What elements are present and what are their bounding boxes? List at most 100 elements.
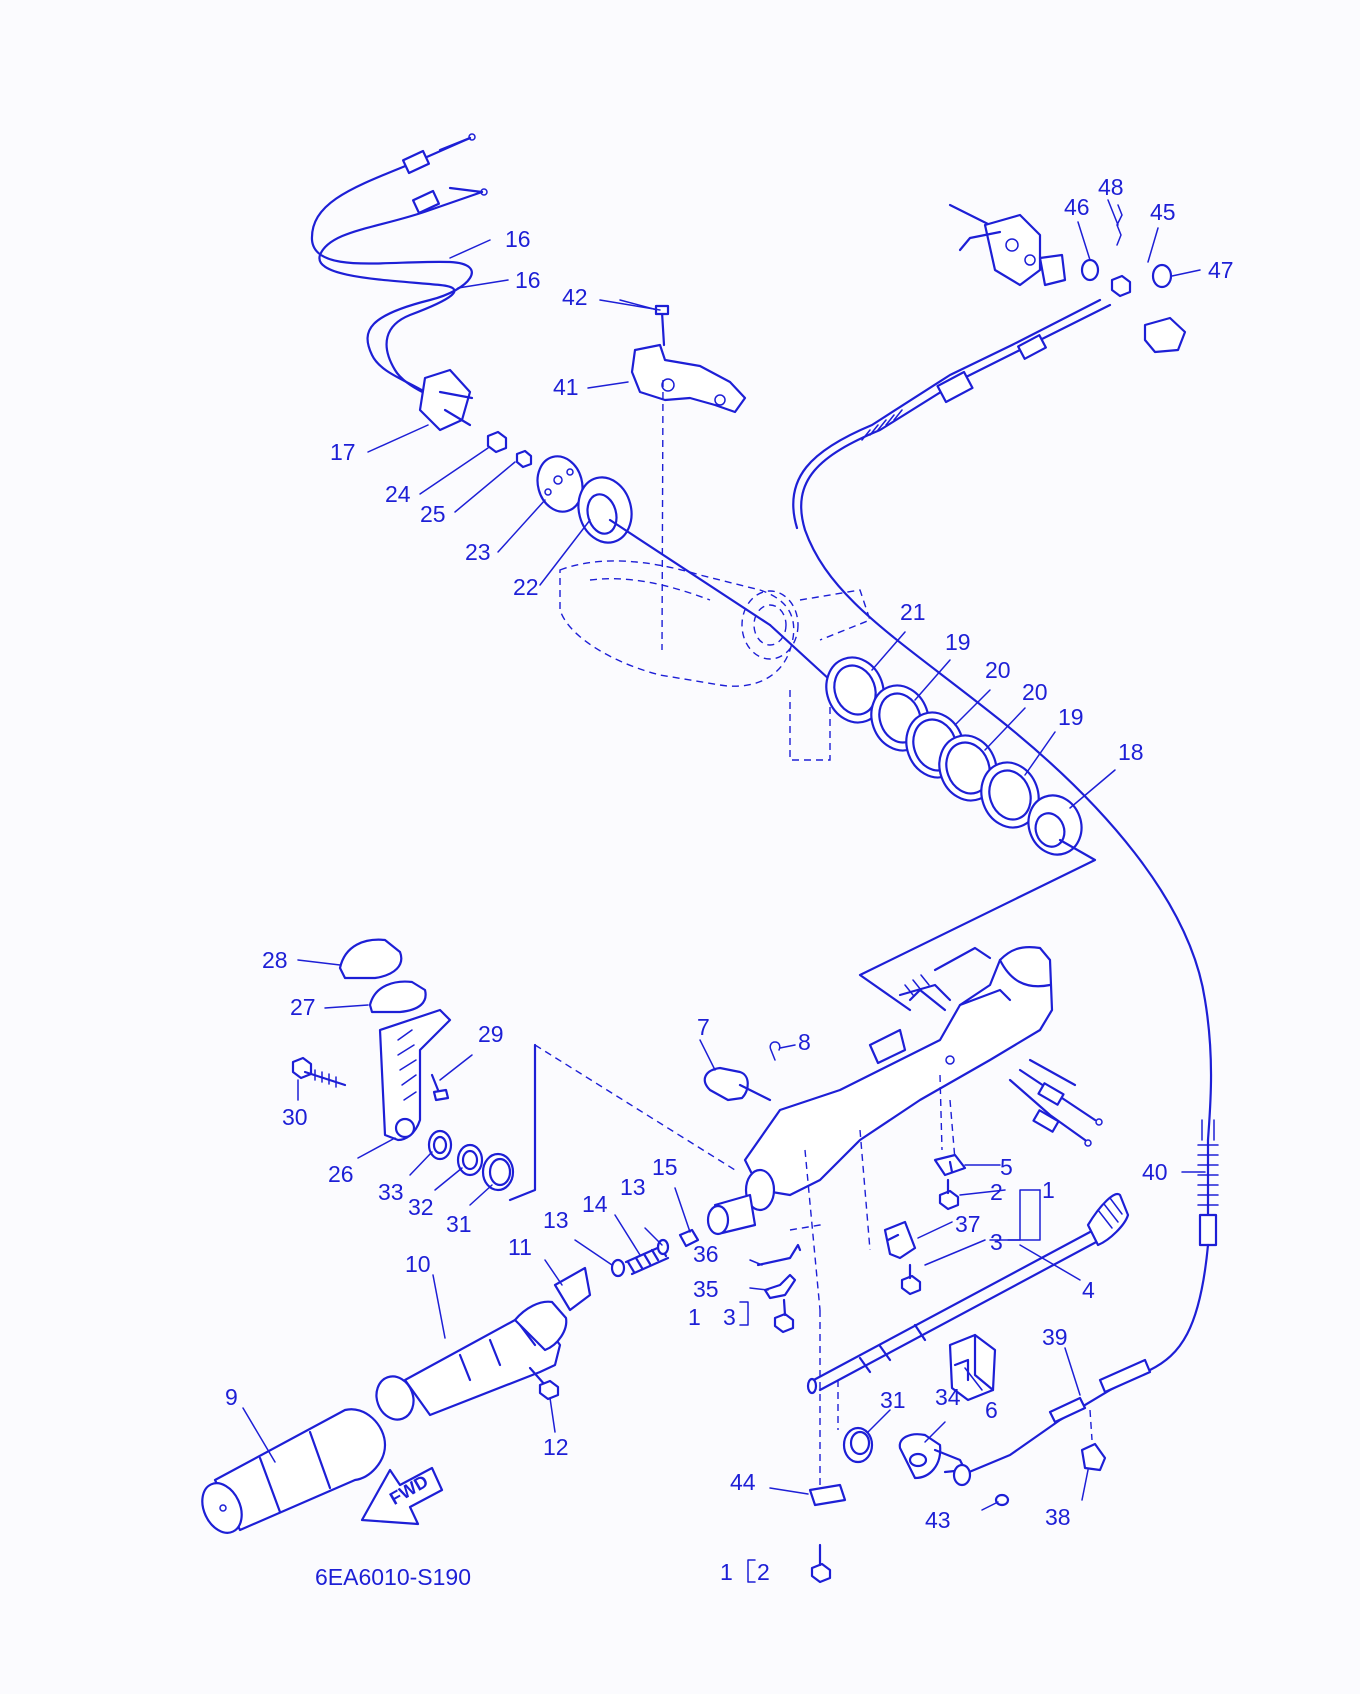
lever-screw — [430, 1073, 450, 1102]
callout-40: 40 — [1142, 1159, 1168, 1185]
grip-9 — [201, 1408, 387, 1534]
throttle-lever — [378, 1008, 452, 1142]
callout-27: 27 — [290, 994, 316, 1020]
callout-30: 30 — [282, 1104, 308, 1130]
callout-1-upper: 1 — [1042, 1177, 1055, 1203]
bolt — [291, 1056, 347, 1088]
callout-48: 48 — [1098, 174, 1124, 200]
callout-16-lower: 16 — [515, 267, 541, 293]
screw-3-left — [773, 1298, 795, 1334]
callout-43: 43 — [925, 1507, 951, 1533]
callout-11: 11 — [508, 1234, 532, 1260]
callout-13-left: 13 — [543, 1207, 569, 1233]
callout-28: 28 — [262, 947, 288, 973]
clamp-37 — [883, 1220, 917, 1260]
callout-29: 29 — [478, 1021, 504, 1047]
leader-axis-washers — [768, 623, 832, 682]
callout-46: 46 — [1064, 194, 1090, 220]
fwd-arrow-mark: FWD — [360, 1466, 444, 1526]
washer-stack — [825, 656, 1083, 856]
callout-1-middle: 1 — [688, 1304, 701, 1330]
callout-5: 5 — [1000, 1154, 1013, 1180]
callout-47: 47 — [1208, 257, 1234, 283]
sleeve-11 — [553, 1266, 592, 1312]
throttle-shaft-10 — [375, 1300, 568, 1421]
callout-25: 25 — [420, 501, 446, 527]
axis-dashed — [534, 1044, 736, 1171]
spring-and-collars — [610, 1228, 700, 1278]
callout-22: 22 — [513, 574, 539, 600]
connector-line-18 — [858, 838, 1097, 1012]
cable-4 — [806, 1192, 1130, 1395]
bolt-12 — [528, 1366, 560, 1401]
throttle-cable-assembly — [310, 133, 488, 432]
callout-31-upper: 31 — [446, 1211, 472, 1237]
nut-and-washer-set — [486, 430, 533, 469]
clip-36 — [756, 1243, 802, 1267]
callout-1-lower: 1 — [720, 1559, 733, 1585]
callout-34: 34 — [935, 1384, 961, 1410]
friction-knob — [703, 1066, 772, 1102]
clip-38 — [1080, 1442, 1107, 1472]
cable-end-40 — [1197, 1119, 1219, 1247]
callout-32: 32 — [408, 1194, 434, 1220]
callout-labels: 48 46 45 47 16 16 42 41 17 24 25 23 22 2… — [225, 174, 1234, 1585]
callout-36: 36 — [693, 1241, 719, 1267]
callout-19-upper: 19 — [945, 629, 971, 655]
retaining-plate — [536, 455, 584, 513]
callout-33: 33 — [378, 1179, 404, 1205]
callout-6: 6 — [985, 1397, 998, 1423]
screw-2-upper — [938, 1178, 960, 1211]
callout-2-lower: 2 — [757, 1559, 770, 1585]
callout-44: 44 — [730, 1469, 756, 1495]
bracket — [619, 299, 747, 414]
callout-20-lower: 20 — [1022, 679, 1048, 705]
callout-14: 14 — [582, 1191, 608, 1217]
callout-7: 7 — [697, 1014, 710, 1040]
callout-9: 9 — [225, 1384, 238, 1410]
callout-31-lower: 31 — [880, 1387, 906, 1413]
callout-19-lower: 19 — [1058, 704, 1084, 730]
callout-18: 18 — [1118, 739, 1144, 765]
callout-41: 41 — [553, 374, 579, 400]
cotter-pin — [769, 1041, 781, 1061]
block-6 — [948, 1333, 997, 1402]
plate-44 — [808, 1310, 847, 1507]
screw-2-lower — [810, 1543, 832, 1584]
callout-26: 26 — [328, 1161, 354, 1187]
callout-2-upper: 2 — [990, 1179, 1003, 1205]
callout-42: 42 — [562, 284, 588, 310]
callout-3-middle: 3 — [723, 1304, 736, 1330]
tiller-handle-body — [706, 946, 1103, 1311]
callout-3-upper: 3 — [990, 1229, 1003, 1255]
callout-21: 21 — [900, 599, 926, 625]
washer-43 — [994, 1493, 1010, 1507]
callout-4: 4 — [1082, 1277, 1095, 1303]
leader-lines — [242, 199, 1206, 1583]
shift-cable — [792, 298, 1213, 1142]
callout-45: 45 — [1150, 199, 1176, 225]
cable-holder-5 — [933, 1153, 967, 1177]
washers-33-32-31 — [427, 1129, 515, 1192]
grip-cap — [338, 938, 427, 1014]
axis-bracket-31 — [508, 1043, 537, 1202]
callout-10: 10 — [405, 1251, 431, 1277]
screw — [654, 304, 670, 347]
callout-16-upper: 16 — [505, 226, 531, 252]
callout-15: 15 — [652, 1154, 678, 1180]
callout-37: 37 — [955, 1211, 981, 1237]
drawing-code: 6EA6010-S190 — [315, 1564, 471, 1590]
shift-linkage — [948, 203, 1187, 354]
callout-35: 35 — [693, 1276, 719, 1302]
callout-12: 12 — [543, 1434, 569, 1460]
steering-bracket-phantom — [559, 560, 871, 761]
callout-38: 38 — [1045, 1504, 1071, 1530]
callout-24: 24 — [385, 481, 411, 507]
leader-dashed-41 — [661, 379, 664, 651]
callout-39: 39 — [1042, 1324, 1068, 1350]
callout-20-upper: 20 — [985, 657, 1011, 683]
washer-31-lower — [842, 1426, 874, 1464]
callout-8: 8 — [798, 1029, 811, 1055]
